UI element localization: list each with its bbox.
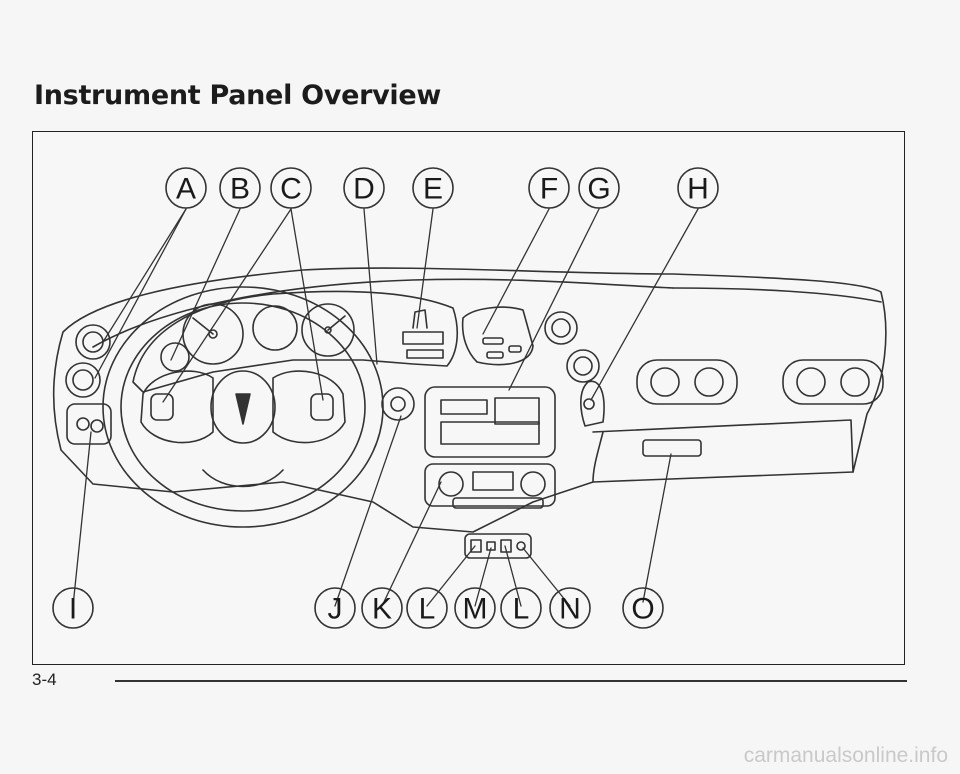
callout-j: J xyxy=(314,587,356,629)
instrument-panel-illustration: A B C D E F G H I J K xyxy=(52,167,887,629)
page-title: Instrument Panel Overview xyxy=(34,80,442,111)
svg-text:C: C xyxy=(280,173,302,206)
callout-n: N xyxy=(549,587,591,629)
center-controls xyxy=(381,306,534,421)
page-number: 3-4 xyxy=(32,670,57,689)
center-stack xyxy=(424,386,556,559)
callout-b: B xyxy=(219,167,261,209)
svg-text:K: K xyxy=(372,593,392,626)
callout-h: H xyxy=(677,167,719,209)
svg-text:A: A xyxy=(176,173,196,206)
svg-text:D: D xyxy=(353,173,375,206)
callout-leaders xyxy=(72,208,699,607)
svg-text:L: L xyxy=(513,593,530,626)
svg-text:H: H xyxy=(687,173,709,206)
svg-text:J: J xyxy=(328,593,343,626)
svg-text:N: N xyxy=(559,593,581,626)
svg-text:E: E xyxy=(423,173,443,206)
callout-f: F xyxy=(528,167,570,209)
callout-i: I xyxy=(52,587,94,629)
watermark: carmanualsonline.info xyxy=(743,744,948,767)
callout-e: E xyxy=(412,167,454,209)
svg-text:F: F xyxy=(540,173,558,206)
svg-text:L: L xyxy=(419,593,436,626)
air-vents xyxy=(65,311,884,405)
dashboard-outline xyxy=(52,267,887,533)
svg-text:O: O xyxy=(631,593,654,626)
callout-l-left: L xyxy=(406,587,448,629)
instrument-panel-figure: A B C D E F G H I J K xyxy=(32,131,905,665)
callout-d: D xyxy=(343,167,385,209)
svg-text:G: G xyxy=(587,173,610,206)
headlamp-switch-panel xyxy=(66,403,112,445)
callout-l-right: L xyxy=(500,587,542,629)
callout-a: A xyxy=(165,167,207,209)
svg-text:I: I xyxy=(69,593,77,626)
callout-k: K xyxy=(361,587,403,629)
svg-text:M: M xyxy=(463,593,488,626)
glove-box xyxy=(580,380,702,457)
callout-g: G xyxy=(578,167,620,209)
gauge-cluster xyxy=(132,290,459,393)
footer-rule xyxy=(115,680,907,682)
callout-m: M xyxy=(454,587,496,629)
callout-o: O xyxy=(622,587,664,629)
svg-text:B: B xyxy=(230,173,250,206)
callout-c: C xyxy=(270,167,312,209)
